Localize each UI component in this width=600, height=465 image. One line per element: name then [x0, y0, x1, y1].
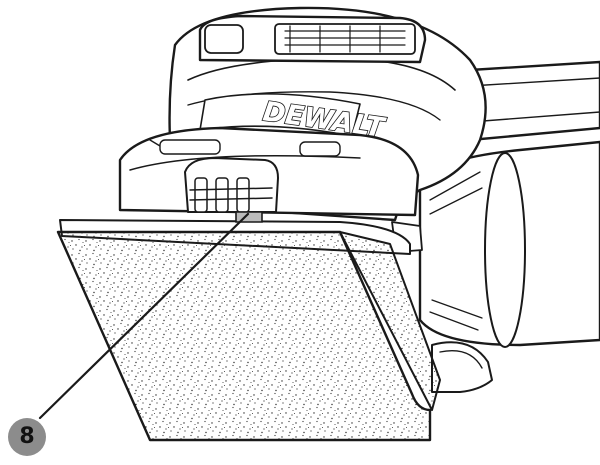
callout-leader [38, 212, 250, 420]
sanding-sheet [56, 230, 432, 442]
handle [468, 60, 600, 142]
callout-number: 8 [19, 424, 35, 449]
rear-clip [431, 341, 493, 393]
sheet-side-edge [339, 231, 441, 411]
callout-badge: 8 [8, 418, 46, 456]
